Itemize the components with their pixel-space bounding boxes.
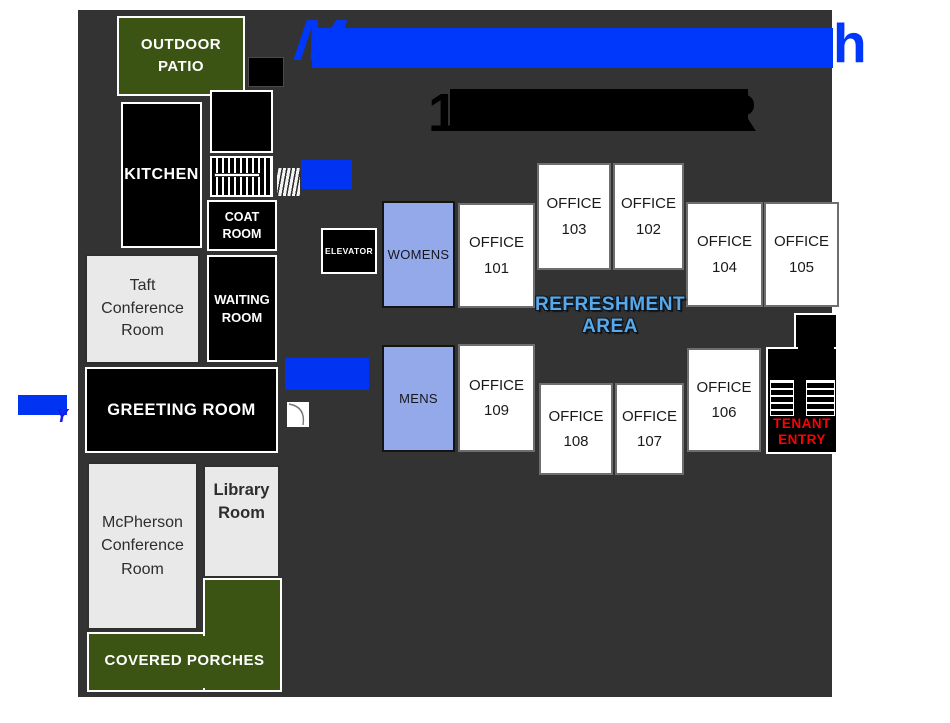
room-taft-conference: Taft Conference Room [85, 254, 200, 364]
door-swing-icon [287, 402, 309, 427]
room-label: GREETING ROOM [107, 400, 256, 419]
room-office-108: OFFICE 108 [539, 383, 613, 475]
room-label: COAT ROOM [222, 210, 262, 241]
room-waiting-room: WAITING ROOM [207, 255, 277, 362]
room-label: OFFICE 108 [548, 407, 604, 451]
covered-porches-seam [201, 636, 209, 688]
room-label: WAITING ROOM [214, 291, 270, 325]
room-outdoor-patio: OUTDOOR PATIO [117, 16, 245, 96]
room-office-106: OFFICE 106 [687, 348, 761, 452]
room-label: OFFICE 101 [469, 234, 524, 277]
tenant-entry-label: TENANT ENTRY [773, 416, 831, 447]
room-label: MENS [399, 391, 438, 406]
room-label: OFFICE 109 [469, 376, 524, 420]
room-office-101: OFFICE 101 [458, 203, 535, 308]
redaction-box-vestibule [285, 358, 369, 390]
room-label: Taft Conference Room [101, 277, 184, 340]
room-coat-room: COAT ROOM [207, 200, 277, 251]
room-label: OFFICE 103 [546, 195, 602, 238]
room-label: OFFICE 104 [697, 233, 752, 276]
room-label: WOMENS [387, 247, 450, 262]
room-kitchen: KITCHEN [121, 102, 202, 248]
room-label: OFFICE 107 [622, 407, 677, 451]
room-mens-restroom: MENS [382, 345, 455, 452]
redaction-box-entry [18, 395, 67, 415]
tenant-entry-seam [798, 345, 834, 353]
entry-partial-letter: Y [56, 406, 69, 426]
room-label: McPherson Conference Room [101, 514, 184, 578]
curved-stairs-icon [277, 168, 300, 196]
room-office-109: OFFICE 109 [458, 344, 535, 452]
redaction-box-stairs [301, 160, 352, 189]
room-office-105: OFFICE 105 [764, 202, 839, 307]
room-office-104: OFFICE 104 [686, 202, 763, 307]
covered-porches-label: COVERED PORCHES [104, 652, 265, 669]
room-storage-unlabeled [210, 90, 273, 153]
subtitle-last-letter: R [718, 83, 757, 143]
room-greeting-room: GREETING ROOM [85, 367, 278, 453]
room-label: OFFICE 105 [774, 233, 829, 276]
room-label: OUTDOOR PATIO [140, 35, 222, 76]
room-label: OFFICE 106 [696, 378, 752, 422]
stair-handrail-icon [214, 173, 260, 177]
chimney-box [248, 57, 284, 87]
title-redaction-bar [312, 28, 833, 68]
room-office-103: OFFICE 103 [537, 163, 611, 270]
room-elevator: ELEVATOR [321, 228, 377, 274]
tenant-stairs-left-icon [770, 380, 794, 416]
room-label: ELEVATOR [324, 246, 374, 256]
room-mcpherson-conference: McPherson Conference Room [87, 462, 198, 630]
room-label: OFFICE 102 [621, 195, 676, 238]
title-last-letter: h [833, 12, 867, 74]
covered-porches-upper [203, 578, 282, 692]
room-office-102: OFFICE 102 [613, 163, 684, 270]
room-label: Library Room [213, 481, 270, 523]
refreshment-area-label: REFRESHMENT AREA [534, 294, 686, 338]
subtitle-redaction-bar [450, 89, 748, 131]
room-office-107: OFFICE 107 [615, 383, 684, 475]
room-library: Library Room [203, 465, 280, 578]
room-label: KITCHEN [124, 166, 199, 183]
tenant-stairs-right-icon [806, 380, 835, 416]
room-womens-restroom: WOMENS [382, 201, 455, 308]
